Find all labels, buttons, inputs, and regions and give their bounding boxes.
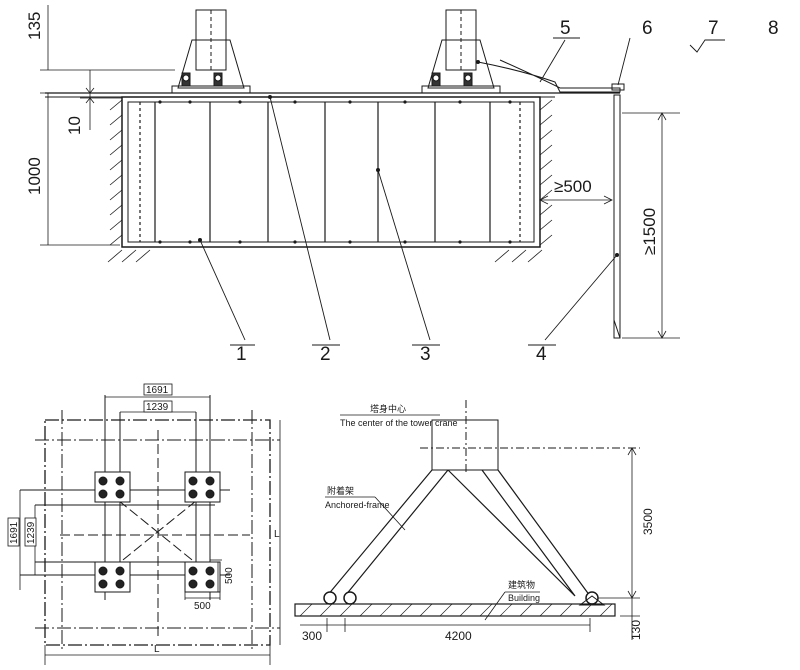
- label-frame-cn: 附着架: [327, 485, 354, 496]
- dim-1500: ≥1500: [640, 208, 659, 255]
- callout-numbers: 1 2 3 4 5 6 7 8: [236, 18, 779, 365]
- soil-hatch-right: [494, 99, 553, 263]
- callout-6: 6: [642, 18, 653, 39]
- dimension-lines-left: [40, 5, 175, 246]
- callout-1: 1: [236, 344, 247, 365]
- foundation-pit: [121, 96, 541, 248]
- rebar-dots: [158, 100, 512, 244]
- anchor-plate-br: [184, 561, 221, 593]
- building-slab: [294, 603, 616, 617]
- anchored-frame: [326, 469, 591, 597]
- callout-3: 3: [420, 344, 431, 365]
- callout-2: 2: [320, 344, 331, 365]
- anchored-frame-elevation: 塔身中心 The center of the tower crane 附着架 A…: [294, 400, 655, 643]
- dim-500-v: 500: [224, 567, 235, 584]
- tower-leg-left: [171, 9, 251, 94]
- callout-5: 5: [560, 18, 571, 39]
- dim-500-h: 500: [194, 601, 211, 612]
- dim-1691-v: 1691: [9, 521, 20, 544]
- soil-hatch-left: [107, 99, 151, 263]
- dim-300: 300: [302, 629, 322, 643]
- dim-1000: 1000: [25, 157, 44, 195]
- drain-pipe: [477, 59, 621, 93]
- dim-130: 130: [629, 620, 643, 640]
- foundation-section: 1 2 3 4 5 6 7 8 135 10 1000 ≥500 ≥1500: [25, 5, 779, 365]
- dim-1239-h: 1239: [146, 402, 169, 413]
- label-frame-en: Anchored-frame: [325, 500, 390, 510]
- dim-L-right: L: [274, 529, 280, 540]
- dim-10: 10: [65, 116, 84, 135]
- plan-view: 1691 1239 1691 1239 500 500 L L: [7, 383, 281, 665]
- anchor-plate-bl: [94, 561, 131, 593]
- label-center-en: The center of the tower crane: [340, 418, 458, 428]
- earth-rod: [613, 94, 621, 339]
- anchor-plate-tr: [184, 471, 221, 503]
- label-building-en: Building: [508, 593, 540, 603]
- dim-L-bottom: L: [154, 644, 160, 655]
- dimension-lines-right: [539, 112, 680, 339]
- dim-1691-h: 1691: [146, 385, 169, 396]
- dim-1239-v: 1239: [26, 521, 37, 544]
- tower-leg-right: [421, 9, 501, 94]
- dim-4200: 4200: [445, 629, 472, 643]
- callout-7: 7: [708, 18, 719, 39]
- dim-135: 135: [25, 12, 44, 40]
- callout-8: 8: [768, 18, 779, 39]
- label-center-cn: 塔身中心: [370, 403, 406, 414]
- anchor-plate-tl: [94, 471, 131, 503]
- plan-outline: [44, 419, 271, 646]
- callout-4: 4: [536, 344, 547, 365]
- leader-lines: [199, 37, 725, 346]
- label-building-cn: 建筑物: [508, 579, 535, 590]
- reinforcement-bars: [139, 102, 521, 242]
- dim-3500: 3500: [641, 508, 655, 535]
- dim-500: ≥500: [554, 177, 592, 196]
